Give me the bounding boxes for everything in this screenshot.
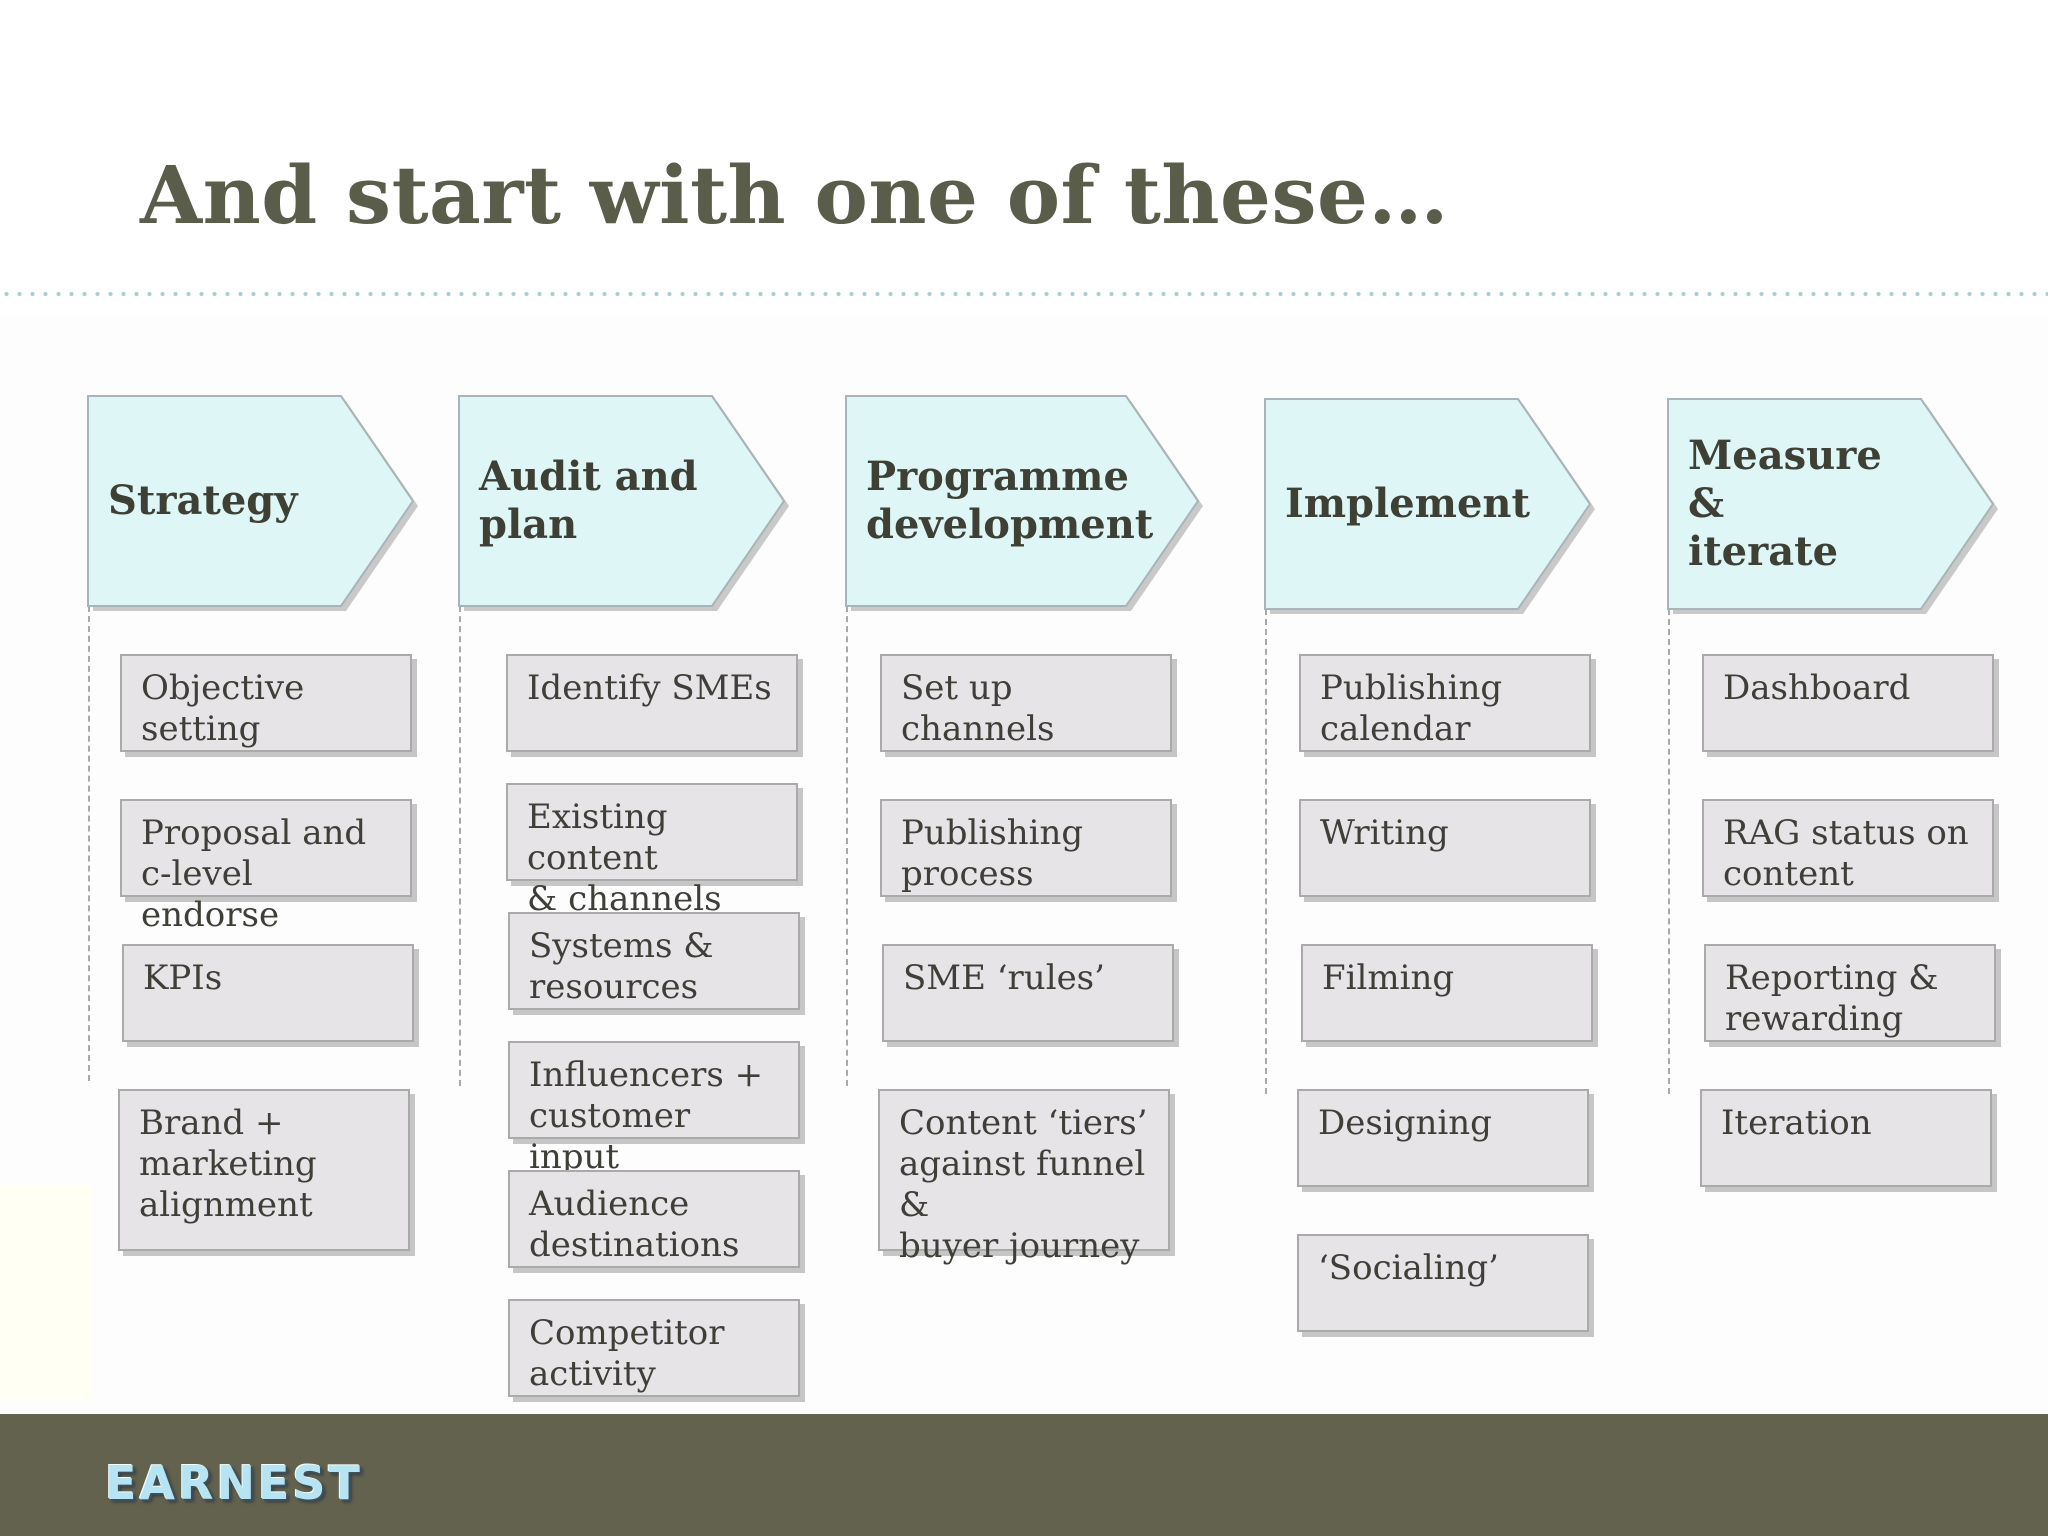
task-box: KPIs [122, 944, 414, 1042]
task-box: Publishing calendar [1299, 654, 1591, 752]
task-box: Filming [1301, 944, 1593, 1042]
footer-bar [0, 1414, 2048, 1536]
task-box: Identify SMEs [506, 654, 798, 752]
task-box: Reporting & rewarding [1704, 944, 1996, 1042]
connector-line [846, 606, 848, 1086]
dotted-divider [0, 290, 2048, 298]
task-box: Audience destinations [508, 1170, 800, 1268]
connector-line [1265, 609, 1267, 1094]
task-box: Set up channels [880, 654, 1172, 752]
connector-line [88, 606, 90, 1081]
corner-tint [0, 1185, 92, 1400]
chevron-shape [1667, 398, 1998, 614]
chevron-body [87, 395, 415, 607]
task-box: Competitor activity [508, 1299, 800, 1397]
task-box: Objective setting [120, 654, 412, 752]
task-box: Dashboard [1702, 654, 1994, 752]
step-heading: Programme development [866, 453, 1154, 548]
chevron-body [458, 395, 786, 607]
chevron-body [1264, 398, 1592, 610]
step-chevron: Audit and plan [458, 395, 789, 611]
earnest-logo: EARNEST [105, 1456, 363, 1510]
task-box: Proposal and c-level endorse [120, 799, 412, 935]
step-heading: Strategy [108, 477, 298, 524]
step-heading: Audit and plan [479, 453, 698, 548]
slide-title: And start with one of these… [140, 148, 1449, 242]
task-box: ‘Socialing’ [1297, 1234, 1589, 1332]
chevron-shape [845, 395, 1203, 611]
step-chevron: Measure & iterate [1667, 398, 1998, 614]
chevron-shape [1264, 398, 1595, 614]
step-heading: Measure & iterate [1688, 432, 1882, 575]
task-box: Designing [1297, 1089, 1589, 1187]
task-box: Content ‘tiers’ against funnel & buyer j… [878, 1089, 1170, 1266]
chevron-shape [458, 395, 789, 611]
task-box: Systems & resources [508, 912, 800, 1010]
step-chevron: Implement [1264, 398, 1595, 614]
step-chevron: Strategy [87, 395, 418, 611]
chevron-shape [87, 395, 418, 611]
task-box: Publishing process [880, 799, 1172, 897]
step-chevron: Programme development [845, 395, 1203, 611]
task-box: Writing [1299, 799, 1591, 897]
chevron-body [1667, 398, 1995, 610]
task-box: RAG status on content [1702, 799, 1994, 897]
step-heading: Implement [1285, 480, 1530, 527]
task-box: Brand + marketing alignment [118, 1089, 410, 1251]
connector-line [1668, 609, 1670, 1094]
task-box: Iteration [1700, 1089, 1992, 1187]
chevron-body [845, 395, 1200, 607]
task-box: Influencers + customer input [508, 1041, 800, 1177]
connector-line [459, 606, 461, 1086]
task-box: Existing content & channels [506, 783, 798, 919]
task-box: SME ‘rules’ [882, 944, 1174, 1042]
